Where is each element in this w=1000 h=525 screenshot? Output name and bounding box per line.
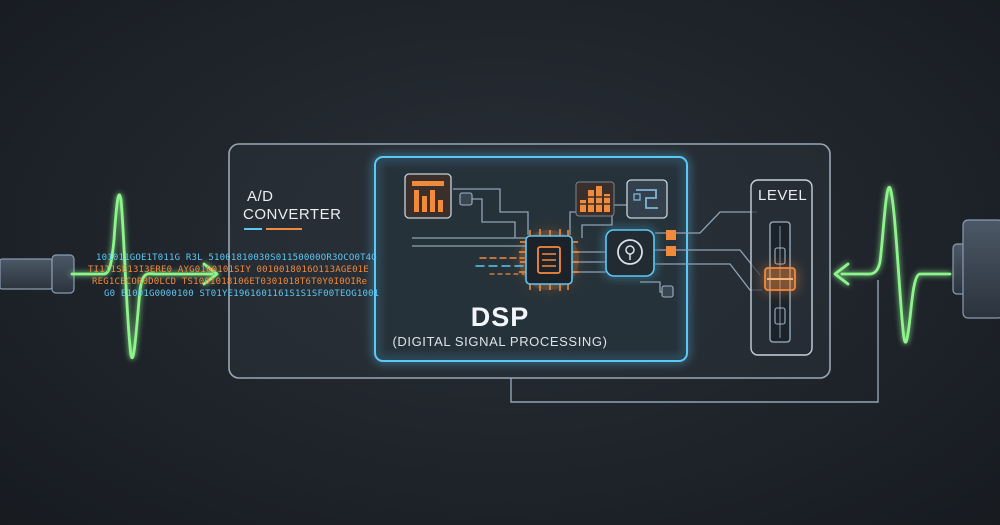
fader-icon: [764, 221, 796, 343]
input-connector-icon: [0, 254, 88, 294]
bitstream-row-4: G0 E1001G0000100 ST01YE1961601161S1S1SF0…: [104, 289, 380, 299]
ad-converter-label-line2: CONVERTER: [243, 206, 342, 223]
bitstream-row-2: TI1T1SE13I3ERE0 AYG0100101SIY 0010018016…: [88, 265, 369, 275]
signal-path-icon: [626, 179, 668, 219]
output-connector-icon: [952, 219, 1000, 319]
feedback-wire: [510, 280, 879, 403]
output-terminal-2: [666, 246, 676, 256]
output-terminal-1: [666, 230, 676, 240]
bitstream-row-1: 101011GOE1T011G R3L 51001810030S01150000…: [96, 253, 377, 263]
dsp-chip-icon: [519, 229, 579, 291]
equalizer-icon: [575, 181, 615, 217]
signal-block-icon: [459, 192, 473, 206]
bitstream-row-3: REG1CECOR0D0LCD TS1001018106ET0301018T6T…: [92, 277, 368, 287]
dsp-title: DSP: [470, 302, 530, 332]
bitstream-streaks: [475, 257, 525, 275]
level-label: LEVEL: [758, 187, 808, 204]
test-pad-icon: [661, 285, 674, 298]
analog-waveform-left: [70, 193, 214, 360]
arrow-left-icon: [833, 262, 850, 286]
knob-icon: [605, 229, 655, 277]
bar-chart-icon: [404, 173, 452, 219]
ad-converter-label-line1: A/D: [247, 188, 274, 205]
dsp-subtitle: (DIGITAL SIGNAL PROCESSING): [392, 334, 608, 349]
analog-waveform-right: [840, 186, 952, 344]
arrow-right-icon: [202, 262, 219, 286]
